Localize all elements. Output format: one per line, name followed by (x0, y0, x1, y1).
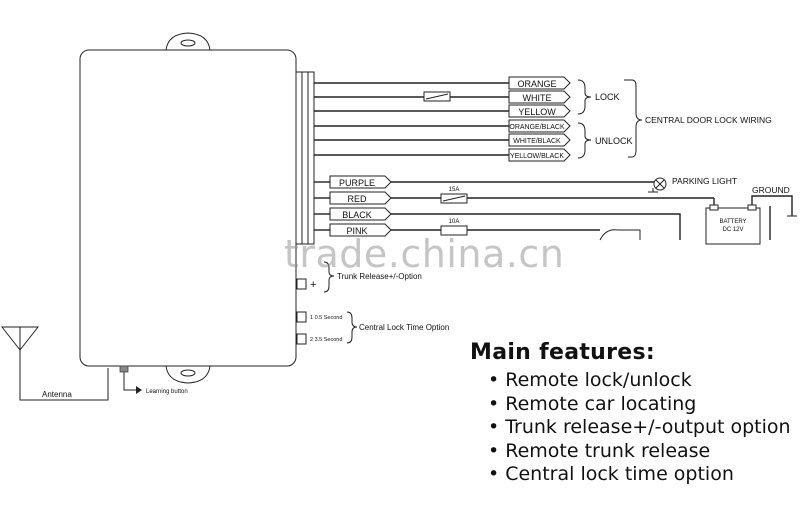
wire-black (391, 213, 681, 240)
tag-black (329, 207, 392, 221)
label-battery-voltage: DC 12V (722, 227, 743, 233)
label-time-option: Central Lock Time Option (359, 323, 449, 332)
label-learning-button: Learning button (146, 389, 188, 395)
label-trunk-plus: + (310, 279, 316, 291)
battery-terminal-positive (709, 204, 719, 211)
top-mounting-tab (165, 32, 211, 51)
label-ground: GROUND (752, 185, 790, 195)
top-mount-hole (180, 39, 196, 47)
label-time-2: 2 3.5 Second (310, 337, 342, 343)
tag-orange-black (508, 119, 571, 133)
label-antenna: Antenna (42, 390, 72, 399)
tag-white (508, 90, 571, 104)
label-battery: BATTERY (719, 219, 746, 225)
bottom-mounting-tab (165, 365, 211, 384)
parking-light-cross-2 (655, 179, 665, 189)
label-pink: PINK (346, 226, 367, 236)
feature-item: Remote car locating (488, 393, 791, 417)
connector-strip-3 (307, 71, 315, 245)
battery-terminal-negative (747, 204, 757, 211)
tag-orange (508, 76, 571, 90)
door-lock-brace (624, 79, 643, 158)
label-fuse-pink: 10A (449, 219, 460, 225)
trunk-release-jumper (296, 278, 307, 290)
feature-item: Remote trunk release (488, 440, 791, 464)
label-lock: LOCK (595, 92, 620, 102)
label-central-door-lock-wiring: CENTRAL DOOR LOCK WIRING (645, 115, 772, 125)
bottom-mount-hole (180, 369, 196, 377)
label-yellow: YELLOW (518, 107, 556, 117)
fuse-red-element (442, 195, 466, 202)
wire-battery-ground (751, 195, 793, 216)
feature-item: Central lock time option (488, 463, 791, 487)
wire-antenna (19, 350, 109, 401)
label-time-1: 1 0.5 Second (310, 315, 342, 321)
learning-button-icon (119, 365, 129, 373)
watermark: trade.china.cn (284, 232, 565, 276)
lock-brace (577, 79, 592, 115)
label-purple: PURPLE (339, 178, 375, 188)
label-black: BLACK (342, 210, 372, 220)
parking-light-icon (653, 177, 667, 191)
time-jumper-1 (296, 311, 307, 323)
tag-yellow (508, 104, 571, 118)
fuse-pink (440, 225, 468, 236)
features-list: Remote lock/unlock Remote car locating T… (470, 369, 791, 487)
label-parking-light: PARKING LIGHT (672, 176, 737, 186)
main-features: Main features: Remote lock/unlock Remote… (470, 340, 791, 487)
feature-item: Trunk release+/-output option (488, 416, 790, 440)
learning-button-arrow-line (123, 372, 136, 391)
fuse-white-element (425, 93, 449, 100)
learning-button-arrowhead (136, 386, 142, 394)
label-yellow-black: YELLOW/BLACK (510, 153, 564, 160)
connector-strip-1 (295, 71, 303, 245)
connector-strip-2 (301, 71, 309, 245)
label-fuse-red: 15A (449, 187, 460, 193)
label-white-black: WHITE/BLACK (513, 138, 561, 145)
trunk-release-brace (323, 261, 335, 293)
label-orange: ORANGE (517, 79, 556, 89)
tag-white-black (508, 133, 571, 147)
tag-red (329, 191, 392, 205)
tag-pink (329, 223, 392, 237)
pink-connector-outline (599, 229, 641, 241)
features-title: Main features: (470, 340, 655, 365)
label-red: RED (347, 194, 367, 204)
label-trunk-release: Trunk Release+/-Option (337, 272, 422, 281)
battery-box (705, 207, 761, 245)
label-orange-black: ORANGE/BLACK (509, 124, 565, 131)
unlock-brace (577, 122, 592, 159)
time-option-brace (346, 311, 358, 344)
tag-purple (329, 175, 392, 189)
label-unlock: UNLOCK (595, 136, 633, 146)
control-module-box (79, 49, 297, 367)
tag-yellow-black (508, 148, 571, 162)
time-jumper-2 (296, 333, 307, 345)
label-white: WHITE (523, 93, 552, 103)
feature-item: Remote lock/unlock (488, 369, 791, 393)
